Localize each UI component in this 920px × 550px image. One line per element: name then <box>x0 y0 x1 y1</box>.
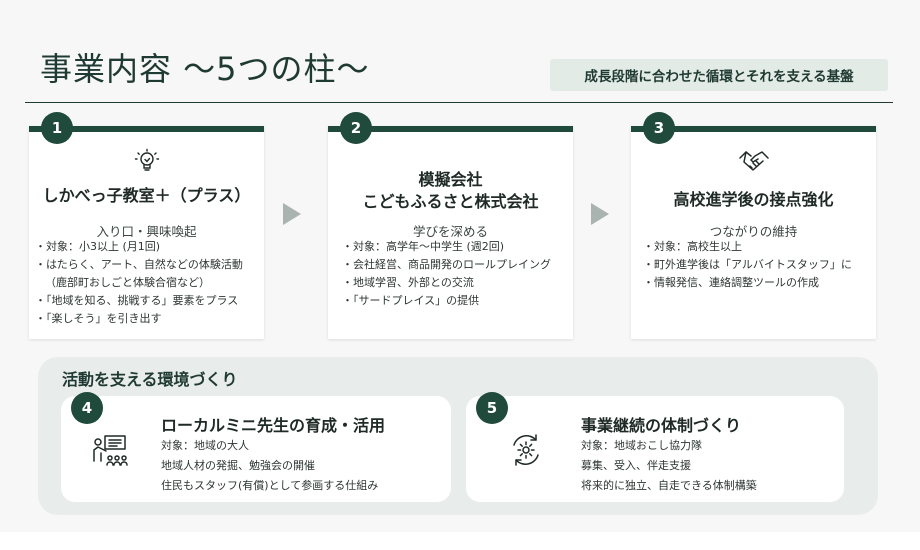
pillar-number-badge: 2 <box>340 112 372 144</box>
list-item: 募集、受入、伴走支援 <box>581 459 691 472</box>
list-item: ・町外進学後は「アルバイトスタッフ」に <box>643 258 852 271</box>
pillar-subtitle: 入り口・興味喚起 <box>96 224 197 239</box>
list-item: ・情報発信、連絡調整ツールの作成 <box>643 276 819 289</box>
list-item: 地域人材の発掘、勉強会の開催 <box>161 459 315 472</box>
list-item: （鹿部町おしごと体験合宿など） <box>45 276 210 289</box>
flow-arrow-icon <box>591 203 609 225</box>
list-item: ・対象：高校生以上 <box>643 240 742 253</box>
pillar-title: 模擬会社 <box>418 170 483 189</box>
list-item: 対象：地域の大人 <box>161 439 249 452</box>
pillar-item-list: ・対象：高校生以上 ・町外進学後は「アルバイトスタッフ」に ・情報発信、連絡調整… <box>643 238 872 292</box>
pillar-subtitle: つながりの維持 <box>709 224 798 239</box>
page-title: 事業内容 〜5つの柱〜 <box>40 50 370 88</box>
list-item: ・「地域を知る、挑戦する」要素をプラス <box>35 294 239 307</box>
pillar-title: しかべっ子教室＋（プラス） <box>42 186 251 205</box>
list-item: 将来的に独立、自走できる体制構築 <box>581 479 757 492</box>
pillar-number-badge: 3 <box>643 112 675 144</box>
support-card-5: 5 事業継続の体制づくり 対象：地域おこし協力隊 募集、受入、伴走支援 将来的に… <box>466 392 844 502</box>
card-top-bar <box>328 126 573 132</box>
list-item: 住民もスタッフ(有償)として参画する仕組み <box>161 479 379 492</box>
tagline-badge: 成長段階に合わせた循環とそれを支える基盤 <box>550 59 888 91</box>
title-divider <box>25 102 893 103</box>
pillar-item-list: ・対象：小3以上 (月1回) ・はたらく、アート、自然などの体験活動 （鹿部町お… <box>35 238 260 328</box>
list-item: ・地域学習、外部との交流 <box>342 276 474 289</box>
slide: 事業内容 〜5つの柱〜 成長段階に合わせた循環とそれを支える基盤 1 <box>25 50 893 515</box>
teacher-presentation-icon <box>91 434 131 472</box>
list-item: ・「楽しそう」を引き出す <box>35 312 162 325</box>
support-card-title: 事業継続の体制づくり <box>581 416 742 435</box>
list-item: 対象：地域おこし協力隊 <box>581 439 702 452</box>
card-top-bar <box>29 126 264 132</box>
pillar-number-badge: 1 <box>41 112 73 144</box>
pillar-subtitle: 学びを深める <box>412 224 488 239</box>
flow-arrow-icon <box>283 203 301 225</box>
pillar-card-3: 3 高校進学後の接点強化 つながりの維持 ・対象：高校生以上 ・町外進学後は「ア… <box>631 112 876 339</box>
lightbulb-icon <box>29 148 264 174</box>
list-item: ・会社経営、商品開発のロールプレイング <box>342 258 551 271</box>
environment-title: 活動を支える環境づくり <box>62 370 238 389</box>
pillar-title-line-2: こどもふるさと株式会社 <box>362 192 539 211</box>
pillar-card-1: 1 しかべっ子教室＋（プラス） 入り口・興味喚起 ・対象：小3以上 (月1回) <box>29 112 264 339</box>
pillar-number-badge: 5 <box>476 392 508 424</box>
list-item: ・はたらく、アート、自然などの体験活動 <box>35 258 243 271</box>
list-item: ・対象：小3以上 (月1回) <box>35 240 161 253</box>
pillar-card-2: 2 模擬会社 こどもふるさと株式会社 学びを深める ・対象：高学年〜中学生 (週… <box>328 112 573 339</box>
list-item: ・対象：高学年〜中学生 (週2回) <box>342 240 505 253</box>
support-card-title: ローカルミニ先生の育成・活用 <box>161 416 386 435</box>
pillar-item-list: ・対象：高学年〜中学生 (週2回) ・会社経営、商品開発のロールプレイング ・地… <box>342 238 569 310</box>
gear-cycle-icon <box>508 432 544 472</box>
pillar-number-badge: 4 <box>71 392 103 424</box>
support-card-lines: 対象：地域おこし協力隊 募集、受入、伴走支援 将来的に独立、自走できる体制構築 <box>581 436 757 496</box>
handshake-icon <box>631 148 876 174</box>
support-card-4: 4 ローカルミニ先生の育成・活用 対象：地域の大人 地域人材の発掘、勉強会の <box>61 392 451 502</box>
support-card-lines: 対象：地域の大人 地域人材の発掘、勉強会の開催 住民もスタッフ(有償)として参画… <box>161 436 378 496</box>
list-item: ・「サードプレイス」の提供 <box>342 294 480 307</box>
card-top-bar <box>631 126 876 132</box>
pillar-title: 高校進学後の接点強化 <box>673 190 834 209</box>
